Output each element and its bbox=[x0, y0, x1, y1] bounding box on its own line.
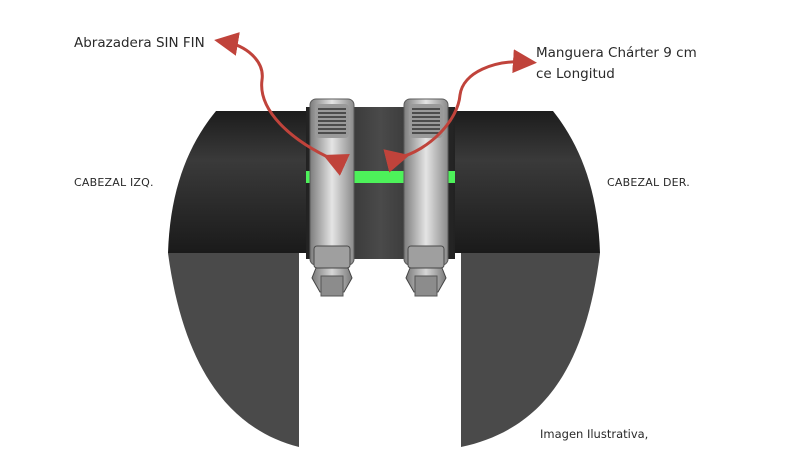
hose-callout-arrow bbox=[383, 49, 537, 173]
left-clamp bbox=[309, 98, 355, 297]
right-clamp bbox=[403, 98, 449, 297]
hose-label-line1: Manguera Chárter 9 cm bbox=[536, 45, 697, 61]
right-head-disc bbox=[461, 253, 600, 447]
right-pipe bbox=[455, 111, 600, 253]
hose-label-line2: ce Longitud bbox=[536, 66, 615, 82]
left-pipe bbox=[168, 111, 306, 253]
illustrative-note: Imagen Ilustrativa, bbox=[540, 427, 649, 441]
left-head-disc bbox=[168, 253, 299, 447]
left-head-label: CABEZAL IZQ. bbox=[74, 176, 154, 189]
clamp-callout-arrow bbox=[214, 32, 350, 176]
right-head-label: CABEZAL DER. bbox=[607, 176, 690, 189]
clamp-label: Abrazadera SIN FIN bbox=[74, 35, 205, 51]
